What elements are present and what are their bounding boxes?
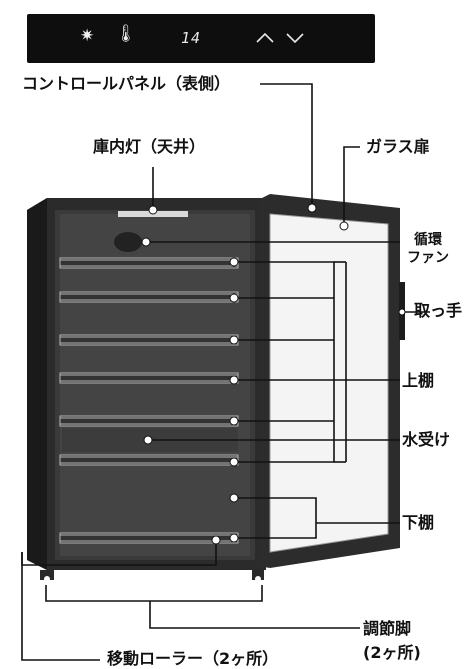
- shelf-1: [59, 257, 239, 269]
- label-glass-door: ガラス扉: [366, 137, 430, 156]
- callout-dot-light: [148, 205, 158, 215]
- label-circulation-fan-1: 循環: [414, 232, 442, 248]
- callout-dot-shelf-6: [229, 457, 239, 467]
- shelves: [59, 257, 239, 544]
- callout-dot-shelf-4: [229, 375, 239, 385]
- label-drip-tray: 水受け: [402, 430, 451, 449]
- caster-dot-left: [44, 576, 50, 582]
- callout-dot-bottom: [211, 535, 221, 545]
- label-casters: 移動ローラー（2ヶ所）: [107, 649, 279, 668]
- circulation-fan: [114, 232, 142, 252]
- label-interior-light: 庫内灯（天井）: [93, 137, 206, 156]
- label-lower-shelf: 下棚: [402, 513, 435, 532]
- foot-dot-right: [255, 576, 261, 582]
- control-panel-strip: [27, 14, 375, 63]
- callout-dot-panel: [307, 203, 317, 213]
- callout-dot-tray: [143, 435, 153, 445]
- callout-dot-lower-1: [229, 493, 239, 503]
- shelf-bottom: [59, 532, 239, 544]
- label-circulation-fan-2: ファン: [407, 250, 449, 266]
- light-icon[interactable]: ✷: [80, 26, 95, 46]
- thermometer-icon[interactable]: 🌡: [115, 24, 137, 44]
- label-adjuster-feet-2: (2ヶ所): [363, 643, 421, 662]
- callout-dot-fan: [141, 237, 151, 247]
- label-control-panel: コントロールパネル（表側）: [22, 74, 231, 93]
- temperature-display: 14: [181, 29, 202, 47]
- foot-right: [252, 570, 264, 580]
- callout-dot-shelf-1: [229, 257, 239, 267]
- callout-dot-shelf-2: [229, 293, 239, 303]
- label-handle: 取っ手: [414, 301, 463, 320]
- shelf-5: [59, 415, 239, 427]
- label-adjuster-feet-1: 調節脚: [363, 619, 412, 638]
- callout-dot-shelf-5: [229, 416, 239, 426]
- callout-dot-lower-2: [229, 533, 239, 543]
- callout-dot-door: [339, 221, 349, 231]
- callout-dot-shelf-3: [229, 335, 239, 345]
- callout-dot-handle: [398, 308, 406, 316]
- label-upper-shelf: 上棚: [402, 371, 435, 390]
- shelf-2: [59, 291, 239, 303]
- caster-left: [40, 570, 54, 580]
